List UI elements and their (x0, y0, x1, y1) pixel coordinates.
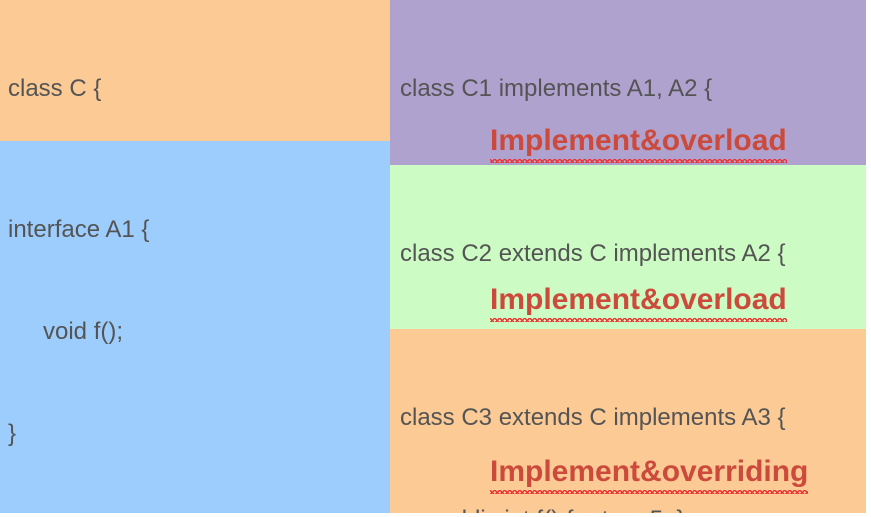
code-text: class C3 extends C implements A3 { (400, 404, 786, 431)
panel-interfaces: interface A1 { void f(); } interface A2 … (0, 141, 390, 513)
code-block-class-c3: class C3 extends C implements A3 { publi… (400, 333, 862, 513)
panel-class-c3: class C3 extends C implements A3 { publi… (390, 329, 866, 513)
code-text: class C2 extends C implements A2 { (400, 240, 786, 267)
code-text: public (435, 506, 504, 513)
panel-class-c: class C { public int f() { return 4; } } (0, 0, 390, 141)
annotation-implement-overriding: Implement&overriding (490, 455, 809, 494)
annotation-text: Implement&overload (490, 283, 787, 322)
code-text: void f(); (43, 318, 124, 345)
spellcheck-word-int: int (504, 503, 529, 513)
code-block-class-c1: class C1 implements A1, A2 { public void… (400, 4, 862, 165)
panel-class-c2: class C2 extends C implements A2 { publi… (390, 165, 866, 329)
code-text: class C { (8, 75, 102, 102)
annotation-implement-overload: Implement&overload (490, 124, 787, 163)
code-text: f() { return 5; } (530, 506, 684, 513)
annotation-text: Implement&overriding (490, 455, 809, 494)
annotation-text: Implement&overload (490, 124, 787, 163)
panel-class-c1: class C1 implements A1, A2 { public void… (390, 0, 866, 165)
code-block-class-c2: class C2 extends C implements A2 { publi… (400, 169, 862, 329)
code-line: public int f() { return 5; } (400, 503, 862, 513)
annotation-implement-overload: Implement&overload (490, 283, 787, 322)
code-line: class C2 extends C implements A2 { (400, 237, 862, 271)
code-line: void f(); (8, 315, 386, 349)
code-line: class C3 extends C implements A3 { (400, 401, 862, 435)
code-text: class C1 implements A1, A2 { (400, 75, 713, 102)
code-text: } (8, 420, 17, 447)
code-line: interface A1 { (8, 213, 386, 247)
code-line: } (8, 417, 386, 451)
code-line: class C { (8, 72, 386, 106)
code-block-class-c: class C { public int f() { return 4; } } (8, 4, 386, 141)
code-line: class C1 implements A1, A2 { (400, 72, 862, 106)
code-text: interface A1 { (8, 216, 150, 243)
code-block-interfaces: interface A1 { void f(); } interface A2 … (8, 145, 386, 513)
